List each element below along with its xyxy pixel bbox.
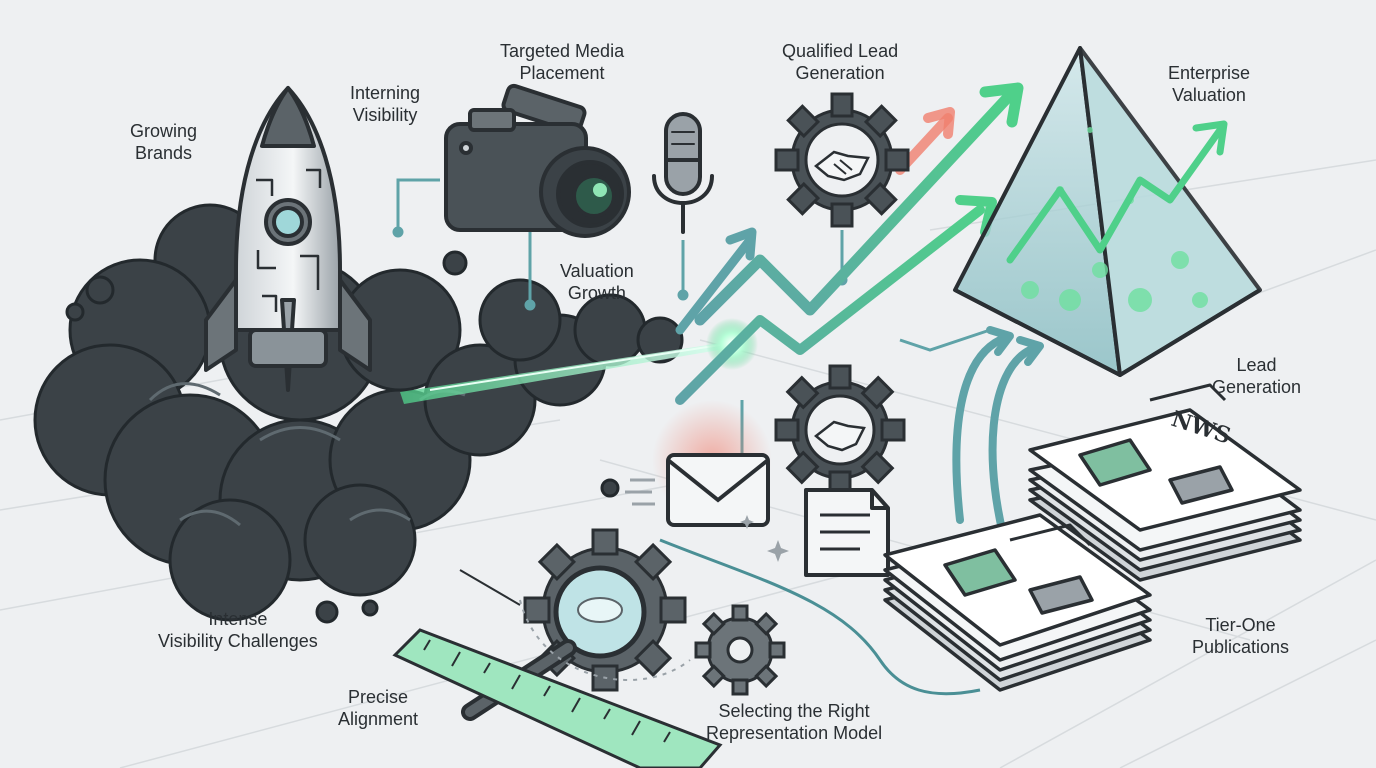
growth-arrows	[675, 82, 1044, 564]
label-targeted-media: Targeted Media Placement	[500, 41, 625, 83]
newspaper-icon	[1028, 383, 1302, 582]
pyramid-icon	[953, 46, 1262, 377]
camera-icon	[444, 83, 631, 238]
handshake-gear-icon	[774, 92, 910, 228]
label-tier-one: Tier-One Publications	[1192, 615, 1290, 657]
handshake-gear-icon-2	[774, 364, 906, 496]
smoke-tail	[459, 569, 521, 606]
document-icon	[804, 488, 890, 577]
rocket-icon	[204, 86, 372, 392]
label-intensifying-visibility: Interning Visibility	[350, 83, 421, 125]
label-intense-visibility: Intense Visibility Challenges	[158, 609, 318, 651]
label-qualified-lead: Qualified Lead Generation	[782, 41, 899, 83]
label-precise-alignment: Precise Alignment	[338, 687, 419, 729]
envelope-icon	[625, 400, 772, 527]
microphone-icon	[652, 112, 714, 234]
ruler-icon	[392, 628, 723, 768]
label-growing-brands: Growing Brands	[130, 121, 198, 163]
sparkles	[740, 515, 789, 562]
magnifier-gear-icon	[461, 528, 786, 721]
label-lead-generation: Lead Generation	[1212, 355, 1302, 397]
label-enterprise-valuation: Enterprise Valuation	[1168, 63, 1251, 105]
newspaper-icon-2	[883, 513, 1152, 692]
label-selecting-model: Selecting the Right Representation Model	[706, 701, 883, 743]
label-valuation-growth: Valuation Growth	[560, 261, 634, 303]
